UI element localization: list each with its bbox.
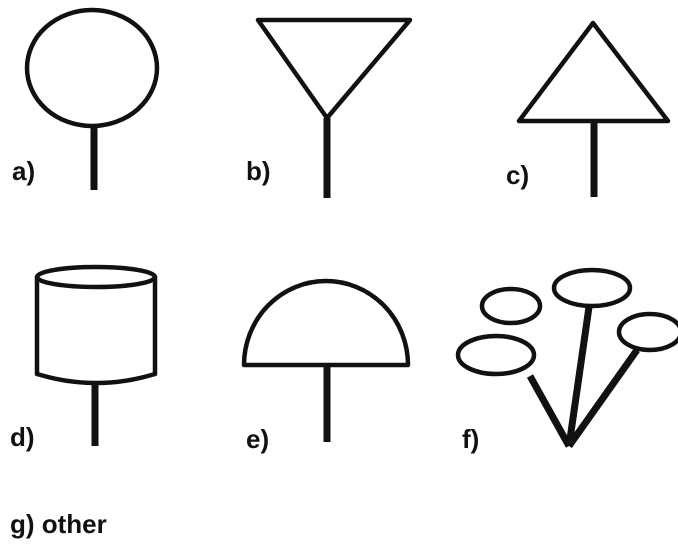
label-d: d) [10,424,35,450]
label-c: c) [506,162,529,188]
cylinder-top [37,267,155,287]
ellipse-left-lower [458,336,534,374]
ellipse-left-upper [482,289,540,323]
cylinder-body [37,277,155,383]
label-g-other: g) other [10,511,107,537]
inverted-triangle-head [258,20,410,118]
label-a: a) [12,158,35,184]
shape-d-cylinder-on-stem [37,267,155,446]
shape-f-multiple-ellipses-on-stems [458,270,678,446]
circle-head [27,10,157,126]
label-e: e) [246,426,269,452]
ellipse-top-center [554,270,630,306]
dome-head [244,281,408,365]
label-b: b) [246,158,271,184]
shape-b-inverted-triangle-on-stem [258,20,410,198]
shape-e-dome-on-stem [244,281,408,442]
ellipse-right [619,314,678,350]
shape-c-triangle-on-stem [519,23,668,197]
stem-left [530,376,569,446]
label-f: f) [462,426,479,452]
triangle-head [519,23,668,121]
shape-a-circle-on-stem [27,10,157,190]
